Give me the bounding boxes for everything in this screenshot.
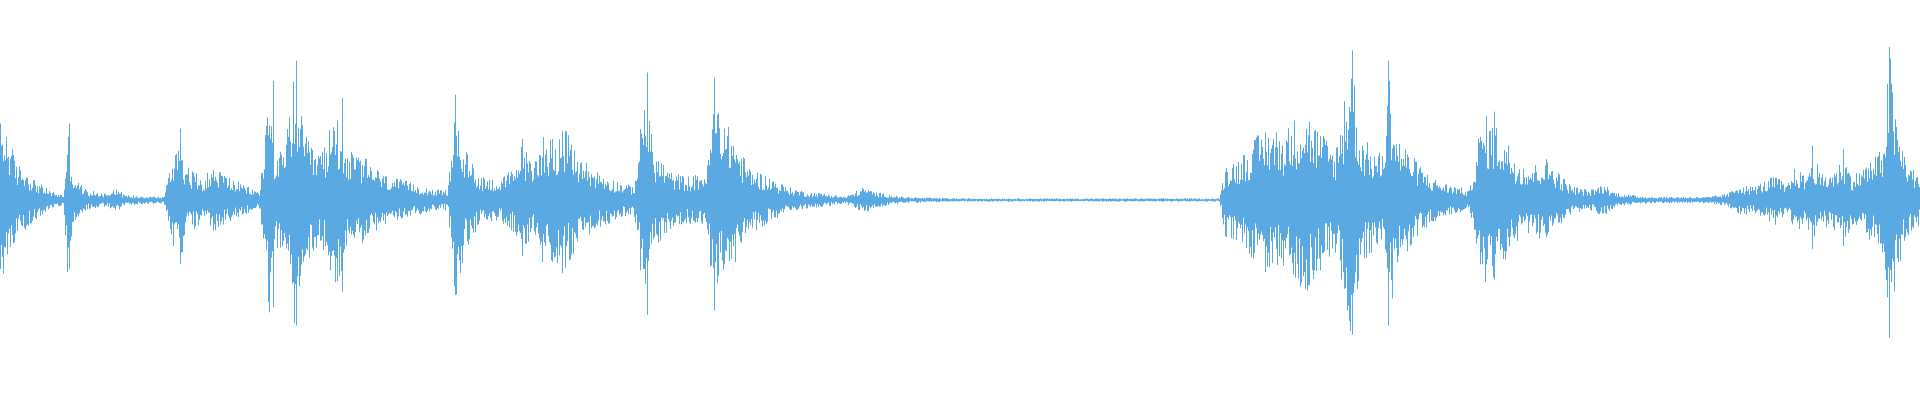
- waveform-path: [0, 47, 1920, 338]
